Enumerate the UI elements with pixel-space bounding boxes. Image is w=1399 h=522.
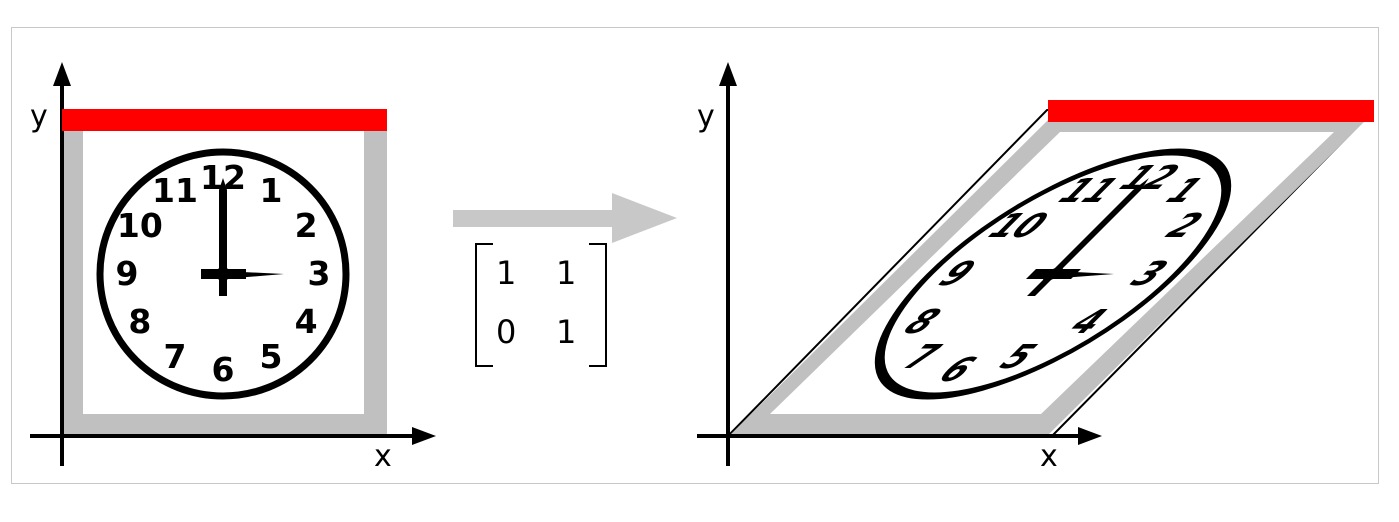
- clock-number-8: 8: [128, 302, 151, 341]
- matrix-right-bracket: [589, 243, 607, 367]
- clock-number-3: 3: [308, 254, 331, 293]
- original-y-label: y: [30, 99, 48, 134]
- clock-number-2: 2: [295, 206, 318, 245]
- sheared-top-edge: [1048, 100, 1374, 122]
- arrow-right-head: [612, 193, 677, 243]
- sheared-x-label: x: [1040, 439, 1058, 474]
- sheared-y-arrowhead: [719, 62, 737, 86]
- sheared-x-arrowhead: [1078, 427, 1102, 445]
- matrix-entry-r1c2: 1: [556, 254, 576, 292]
- clock-number-9: 9: [116, 254, 139, 293]
- original-clock-center: [216, 267, 230, 281]
- original-top-edge: [62, 109, 387, 131]
- transform-arrow: [453, 193, 677, 243]
- original-y-arrowhead: [53, 62, 71, 86]
- original-minute-hand: [219, 178, 227, 296]
- clock-number-7: 7: [164, 337, 187, 376]
- sheared-axes: [697, 80, 1085, 466]
- matrix-left-bracket: [475, 243, 493, 367]
- sheared-clock-center: [1043, 267, 1063, 281]
- shear-matrix: 1 1 0 1: [475, 243, 607, 367]
- original-x-label: x: [374, 439, 392, 474]
- matrix-entry-r2c2: 1: [556, 313, 576, 351]
- clock-number-10: 10: [117, 206, 163, 245]
- original-axes: [30, 80, 420, 466]
- original-x-arrowhead: [412, 427, 436, 445]
- matrix-entry-r2c1: 0: [496, 313, 516, 351]
- clock-number-4: 4: [295, 302, 318, 341]
- clock-number-11: 11: [152, 171, 198, 210]
- sheared-y-label: y: [697, 99, 715, 134]
- clock-number-5: 5: [260, 337, 283, 376]
- matrix-entry-r1c1: 1: [496, 254, 516, 292]
- clock-number-6: 6: [212, 350, 235, 389]
- arrow-right-icon: [453, 210, 623, 227]
- sheared-minute-hand: [1027, 178, 1149, 296]
- clock-number-1: 1: [260, 171, 283, 210]
